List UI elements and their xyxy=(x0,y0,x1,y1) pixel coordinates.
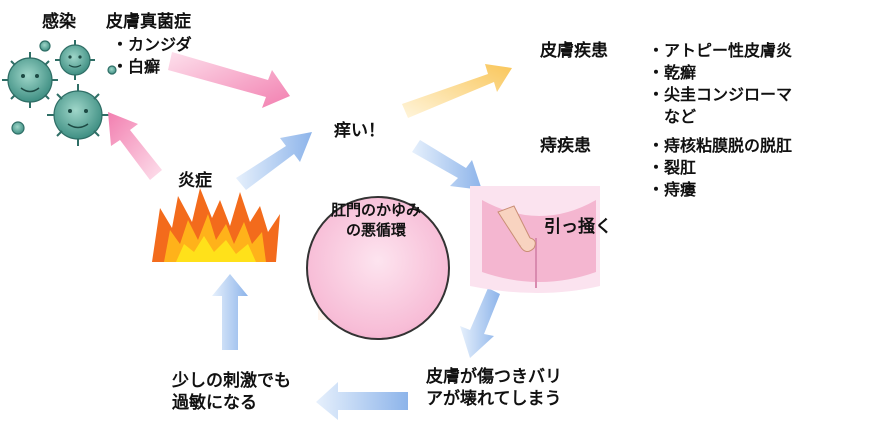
germ-dot-icon xyxy=(39,40,51,52)
list-item: ・アトピー性皮膚炎 xyxy=(648,41,793,60)
barrier-damage-text: 皮膚が傷つきバリ アが壊れてしまう xyxy=(426,366,562,410)
vicious-cycle-circle xyxy=(306,196,450,340)
list-item: ・痔核粘膜脱の脱肛 xyxy=(648,136,793,155)
title-line: の悪循環 xyxy=(345,221,406,239)
skin-disease-list: ・アトピー性皮膚炎 ・乾癬 ・尖圭コンジローマ など xyxy=(648,40,792,128)
vicious-cycle-title: 肛門のかゆみ の悪循環 xyxy=(306,200,446,240)
list-item: ・尖圭コンジローマ xyxy=(648,85,793,104)
inflammation-label: 炎症 xyxy=(178,171,212,191)
fire-icon xyxy=(152,188,280,262)
arrow-barrier-to-sensitive xyxy=(316,382,408,420)
germ-dot-icon xyxy=(11,121,25,135)
text-line: 少しの刺激でも xyxy=(172,371,291,391)
germ-cluster-icon xyxy=(2,40,117,146)
list-item: ・裂肛 xyxy=(648,158,697,177)
list-item: ・乾癬 xyxy=(648,63,697,82)
text-line: 過敏になる xyxy=(172,393,257,413)
arrow-itch-to-diseases xyxy=(402,64,512,118)
title-line: 肛門のかゆみ xyxy=(330,201,421,219)
arrow-itch-to-scratch xyxy=(412,140,482,190)
sensitive-text: 少しの刺激でも 過敏になる xyxy=(172,370,291,414)
list-item: ・白癬 xyxy=(112,57,161,76)
arrow-scratch-to-barrier xyxy=(460,288,500,358)
list-item: など xyxy=(648,107,697,126)
itch-label: 痒い！ xyxy=(334,121,385,141)
arrow-infection-to-itch xyxy=(168,52,290,108)
text-line: アが壊れてしまう xyxy=(426,389,562,409)
skin-disease-label: 皮膚疾患 xyxy=(540,41,608,61)
hemorrhoid-list: ・痔核粘膜脱の脱肛 ・裂肛 ・痔瘻 xyxy=(648,135,792,201)
germ-dot-icon xyxy=(107,65,117,75)
scratch-label: 引っ掻く xyxy=(544,217,612,237)
arrow-inflammation-to-infection xyxy=(108,112,162,180)
germ-icon xyxy=(55,40,95,80)
germ-icon xyxy=(2,52,58,108)
arrow-sensitive-to-inflammation xyxy=(212,274,248,350)
text-line: 皮膚が傷つきバリ xyxy=(426,367,562,387)
infection-label: 感染 xyxy=(42,12,76,32)
fungal-list: ・カンジダ ・白癬 xyxy=(112,34,192,78)
fungal-skin-label: 皮膚真菌症 xyxy=(106,12,191,32)
list-item: ・カンジダ xyxy=(112,35,192,54)
germ-icon xyxy=(47,84,109,146)
list-item: ・痔瘻 xyxy=(648,180,697,199)
arrow-inflammation-to-itch xyxy=(236,132,312,190)
hemorrhoid-label: 痔疾患 xyxy=(540,136,591,156)
scratching-illustration-icon xyxy=(470,186,600,293)
